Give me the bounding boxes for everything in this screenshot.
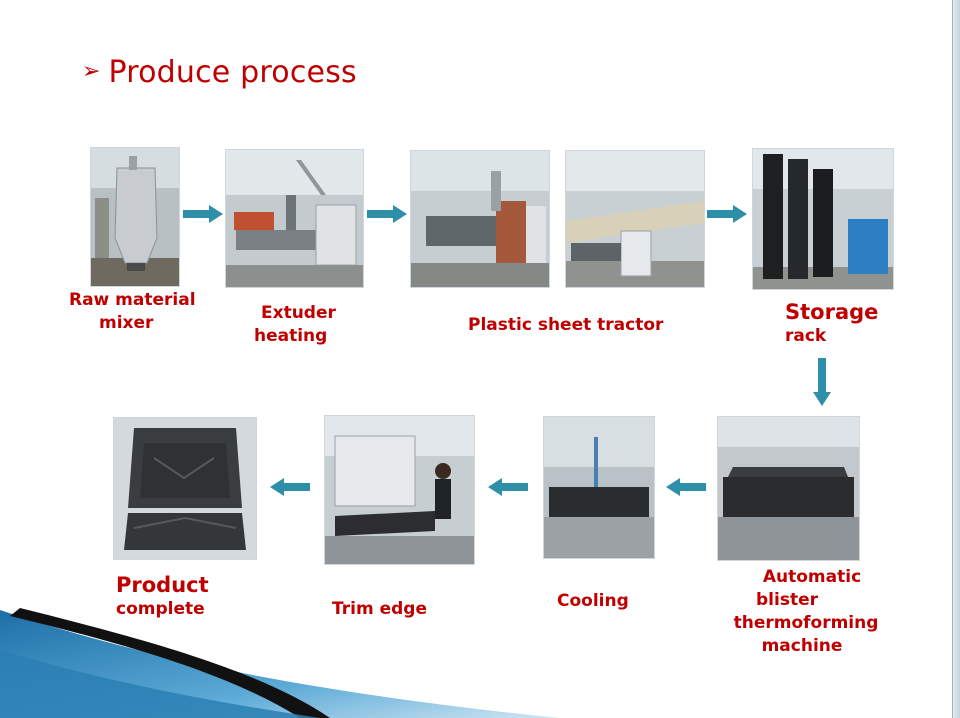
photo-storage-rack <box>752 148 894 290</box>
flow-arrow-icon <box>367 205 407 223</box>
label-line: Storage <box>785 300 879 324</box>
label-raw-material-mixer: Raw material mixer <box>69 289 196 335</box>
photo-raw-material-mixer <box>90 147 180 287</box>
slide-title: ➢ Produce process <box>82 52 357 92</box>
photo-trim-edge <box>324 415 475 565</box>
label-product-complete: Product complete <box>116 572 209 621</box>
arrow-bullet-icon: ➢ <box>82 59 101 84</box>
label-line: Cooling <box>557 591 629 611</box>
flow-arrow-icon <box>270 478 310 496</box>
label-line: heating <box>254 326 328 346</box>
flow-arrow-icon <box>707 205 747 223</box>
label-line: Product <box>116 573 209 597</box>
label-line: Extuder <box>261 303 336 323</box>
flow-arrow-icon <box>183 205 223 223</box>
photo-product-complete <box>113 417 257 560</box>
photo-extruder-heating <box>225 149 364 288</box>
label-line: mixer <box>99 313 154 333</box>
label-plastic-sheet-tractor: Plastic sheet tractor <box>468 314 663 337</box>
label-line: Automatic <box>762 567 862 587</box>
label-line: Plastic sheet tractor <box>468 315 664 335</box>
label-automatic-blister: Automatic blister thermoforming machine <box>722 566 890 658</box>
flow-arrow-icon <box>488 478 528 496</box>
label-trim-edge: Trim edge <box>332 598 427 621</box>
flow-arrow-icon <box>666 478 706 496</box>
photo-thermoforming-machine <box>717 416 860 561</box>
label-line: thermoforming <box>733 613 879 633</box>
label-line: complete <box>116 599 205 619</box>
page-title: Produce process <box>108 54 357 90</box>
label-line: Raw material <box>69 290 196 310</box>
label-cooling: Cooling <box>557 590 629 613</box>
photo-sheet-tractor-1 <box>410 150 550 288</box>
label-line: Trim edge <box>332 599 427 619</box>
decorative-swoosh <box>0 590 560 718</box>
label-storage-rack: Storage rack <box>785 299 878 348</box>
label-extruder-heating: Extuder heating <box>254 302 336 348</box>
label-line: machine <box>761 636 843 656</box>
flow-arrow-icon <box>813 358 831 406</box>
photo-cooling <box>543 416 655 559</box>
label-line: rack <box>785 326 827 346</box>
label-line: blister <box>756 590 818 610</box>
photo-sheet-tractor-2 <box>565 150 705 288</box>
slide-right-edge <box>952 0 960 718</box>
